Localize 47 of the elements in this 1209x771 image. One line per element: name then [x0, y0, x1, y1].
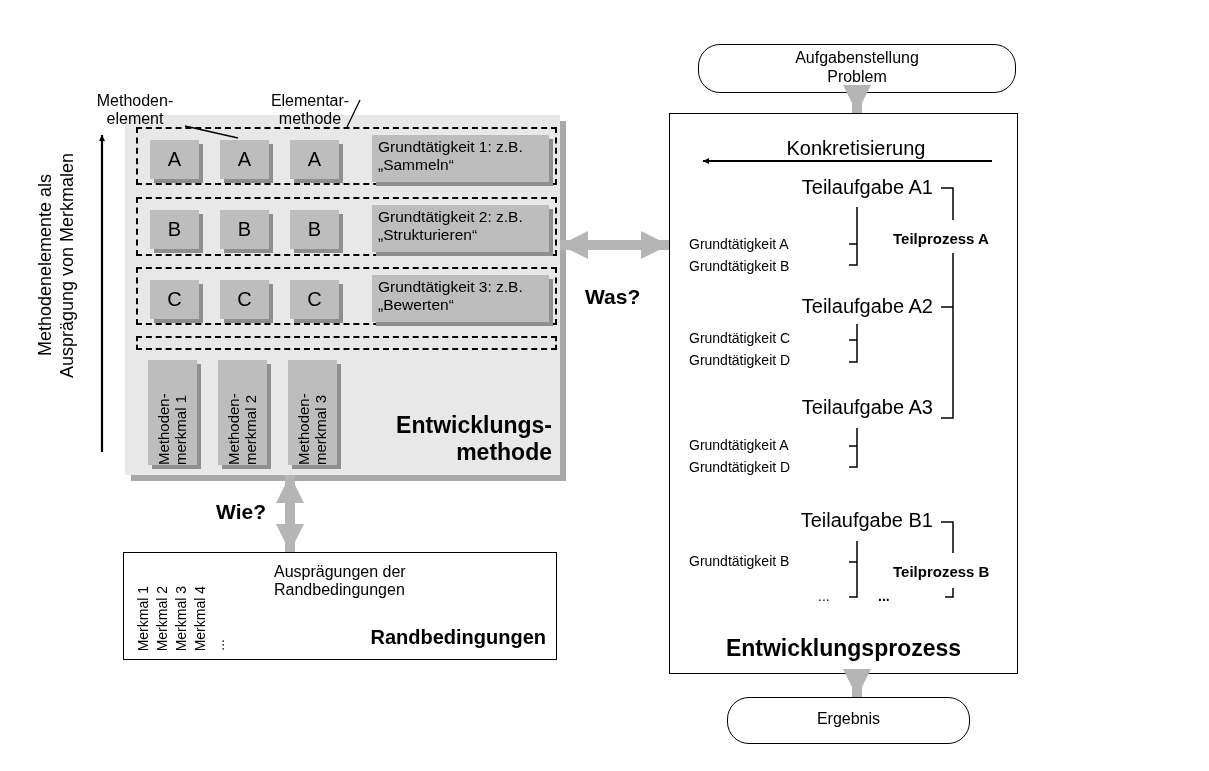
description-text: Ausprägungen der Randbedingungen	[274, 563, 407, 600]
leader-line	[346, 99, 361, 128]
block-arrow	[843, 85, 871, 113]
dashed-group-box	[136, 267, 557, 325]
axis-label: Methodenelemente als Ausprägung von Merkmalen	[35, 151, 78, 380]
subprocess-label: ...	[878, 588, 890, 605]
text-label: Grundtätigkeit B	[689, 553, 790, 570]
edge-label: Was?	[585, 285, 641, 310]
feature-label: Merkmal 1	[136, 585, 150, 651]
subprocess-label: Teilprozess B	[893, 563, 990, 581]
text-label: Teilaufgabe A3	[801, 396, 933, 419]
feature-label: Merkmal 4	[193, 585, 207, 651]
leader-line	[184, 125, 239, 139]
edge-label: Wie?	[216, 500, 266, 525]
text-label: Teilaufgabe A2	[801, 295, 933, 318]
process-box	[669, 113, 1018, 674]
feature-label: Methoden- merkmal 3	[296, 392, 329, 465]
feature-label: Methoden- merkmal 1	[156, 392, 189, 465]
subprocess-label: Teilprozess A	[893, 230, 989, 248]
panel-title: Entwicklungs- methode	[395, 412, 552, 465]
text-label: Teilaufgabe A1	[801, 176, 933, 199]
dashed-group-box	[136, 197, 557, 256]
feature-label: Methoden- merkmal 2	[226, 392, 259, 465]
caption-label: Elementar- methode	[260, 92, 360, 136]
text-label: Teilaufgabe B1	[800, 509, 933, 532]
block-arrow	[560, 231, 669, 259]
text-label: Konkretisierung	[785, 137, 927, 160]
text-label: Grundtätigkeit A	[689, 236, 789, 253]
box-title: Randbedingungen	[370, 626, 546, 649]
caption-label: Methoden- element	[85, 92, 185, 136]
feature-label: ...	[212, 639, 226, 651]
block-arrow	[843, 669, 871, 697]
box-title: Entwicklungsprozess	[724, 634, 963, 661]
constraints-box	[123, 552, 557, 660]
dashed-group-box	[136, 336, 557, 350]
feature-label: Merkmal 3	[174, 585, 188, 651]
dashed-group-box	[136, 127, 557, 185]
terminal-box: Aufgabenstellung Problem	[698, 44, 1016, 93]
text-label: Grundtätigkeit B	[689, 258, 790, 275]
text-label: ...	[818, 588, 830, 605]
text-label: Grundtätigkeit A	[689, 437, 789, 454]
terminal-box: Ergebnis	[727, 697, 970, 744]
feature-label: Merkmal 2	[155, 585, 169, 651]
block-arrow	[276, 475, 304, 552]
text-label: Grundtätigkeit D	[689, 352, 791, 369]
text-label: Grundtätigkeit D	[689, 459, 791, 476]
text-label: Grundtätigkeit C	[689, 330, 791, 347]
